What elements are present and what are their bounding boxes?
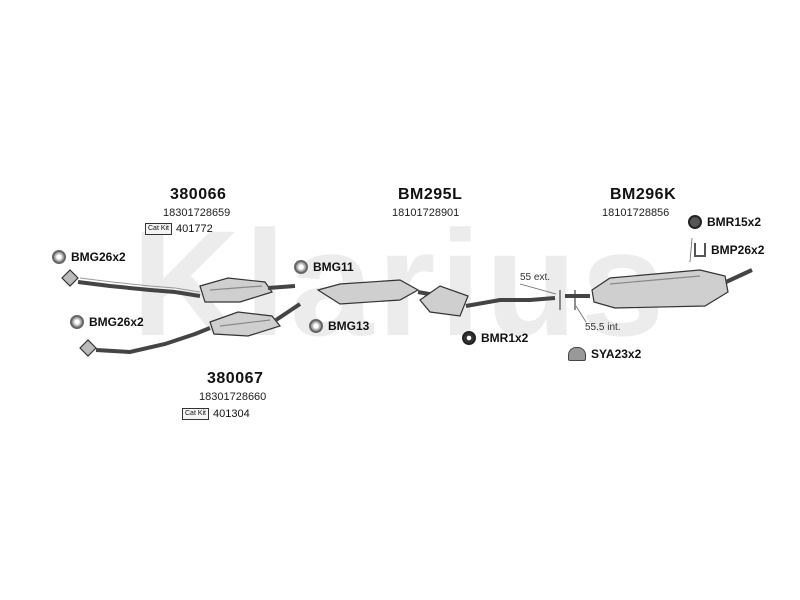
fitting-item: BMG11 — [294, 260, 354, 274]
dimension-int: 55.5 int. — [585, 322, 621, 333]
fitting-label: BMG26x2 — [71, 250, 126, 264]
assembly-part-number: BM295L — [398, 186, 463, 203]
rubber-mount-icon — [462, 331, 476, 345]
assembly-part-number: 380066 — [170, 186, 227, 203]
fitting-label: BMP26x2 — [711, 243, 765, 257]
rear-silencer — [559, 268, 753, 310]
gasket-ring-icon — [52, 250, 66, 264]
catkit-row: Cat Kit 401304 — [182, 408, 250, 420]
assembly-oem-number: 18301728660 — [199, 391, 267, 403]
fitting-item: BMG26x2 — [52, 250, 126, 264]
gasket-ring-icon — [309, 319, 323, 333]
fitting-item: BMR1x2 — [462, 331, 528, 345]
front-pipe-upper — [61, 269, 296, 303]
centre-section — [316, 279, 556, 317]
assembly-part-number: BM296K — [610, 186, 677, 203]
assembly-oem-number: 18101728856 — [602, 207, 670, 219]
assembly-part-number: 380067 — [207, 370, 264, 387]
fitting-item: BMR15x2 — [688, 215, 761, 229]
dimension-ext: 55 ext. — [520, 272, 551, 283]
front-pipe-lower — [79, 302, 302, 357]
catkit-number: 401772 — [176, 223, 213, 235]
fitting-label: BMR15x2 — [707, 215, 762, 229]
fitting-label: SYA23x2 — [591, 347, 642, 361]
hanger-icon — [688, 215, 702, 229]
catkit-row: Cat Kit 401772 — [145, 223, 213, 235]
gasket-ring-icon — [70, 315, 84, 329]
assembly-oem-number: 18101728901 — [392, 207, 460, 219]
fitting-item: BMG26x2 — [70, 315, 144, 329]
fitting-label: BMG13 — [328, 319, 370, 333]
fitting-label: BMG26x2 — [89, 315, 144, 329]
fitting-label: BMR1x2 — [481, 331, 529, 345]
fitting-item: BMP26x2 — [694, 243, 764, 257]
bracket-icon — [568, 347, 586, 361]
fitting-item: BMG13 — [309, 319, 369, 333]
catkit-number: 401304 — [213, 408, 250, 420]
catkit-tag: Cat Kit — [182, 408, 210, 420]
clamp-icon — [694, 243, 706, 257]
gasket-ring-icon — [294, 260, 308, 274]
assembly-oem-number: 18301728659 — [163, 207, 231, 219]
fitting-item: SYA23x2 — [568, 347, 641, 361]
catkit-tag: Cat Kit — [145, 223, 173, 235]
fitting-label: BMG11 — [313, 260, 354, 274]
